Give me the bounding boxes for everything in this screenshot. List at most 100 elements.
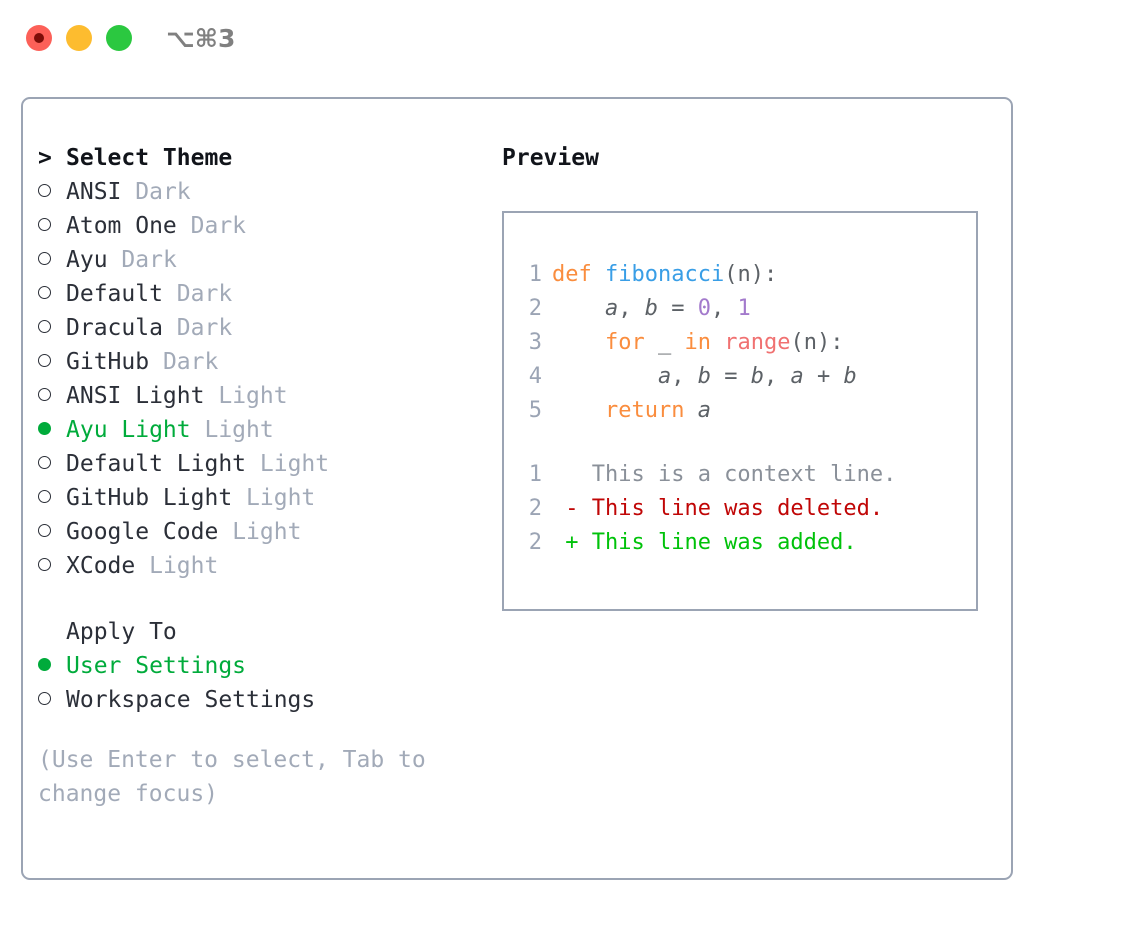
radio-unselected-icon [38,218,51,231]
theme-list-item[interactable]: Dracula Dark [38,311,498,345]
radio-icon[interactable] [38,209,66,243]
cursor-marker-icon: > [38,145,52,171]
code-token-var: b [843,364,857,389]
theme-name-label: Dracula [66,315,163,341]
theme-list-item[interactable]: Ayu Dark [38,243,498,277]
theme-name-label: GitHub Light [66,485,233,511]
theme-list-item[interactable]: Google Code Light [38,515,498,549]
code-token-kw: for [604,330,645,355]
theme-kind-label: Light [204,417,274,443]
code-line: 2 a, b = 0, 1 [520,292,970,326]
theme-list-item[interactable]: ANSI Dark [38,175,498,209]
theme-list-item[interactable]: Ayu Light Light [38,413,498,447]
theme-name-label: ANSI Light [66,383,205,409]
preview-title: Preview [502,145,599,171]
code-token-pun [684,398,697,423]
code-token-var: a [790,364,804,389]
code-token-call: range [724,330,791,355]
code-token-pun [711,330,724,355]
diff-line: 1 This is a context line. [520,458,970,492]
theme-list-item[interactable]: GitHub Light Light [38,481,498,515]
code-token-pun: , [710,296,738,321]
diff-line: 2 - This line was deleted. [520,492,970,526]
code-token-kw: def [552,262,605,287]
theme-list-item[interactable]: ANSI Light Light [38,379,498,413]
radio-icon[interactable] [38,549,66,583]
theme-name-label: ANSI [66,179,122,205]
line-number: 3 [528,330,542,355]
radio-icon[interactable] [38,413,66,447]
radio-icon[interactable] [38,481,66,515]
theme-kind-label: Dark [190,213,247,239]
line-number: 4 [528,364,542,389]
radio-icon[interactable] [38,175,66,209]
theme-list-item[interactable]: Atom One Dark [38,209,498,243]
radio-icon[interactable] [38,277,66,311]
theme-kind-label: Dark [135,179,191,205]
line-number: 2 [528,296,542,321]
theme-kind-label: Dark [162,349,219,375]
radio-icon[interactable] [38,447,66,481]
radio-icon[interactable] [38,515,66,549]
code-token-pun: + [803,364,844,389]
theme-list-item[interactable]: GitHub Dark [38,345,498,379]
window-maximize-button[interactable] [106,25,132,51]
code-token-var: b [697,364,711,389]
apply-to-item[interactable]: User Settings [38,649,498,683]
code-token-var: a [604,296,619,321]
code-token-pun: = [710,364,751,389]
theme-kind-label: Light [246,485,316,511]
section-spacer [38,583,498,615]
window-minimize-button[interactable] [66,25,92,51]
code-token-var: a [697,398,711,423]
code-token-var: a [657,364,672,389]
radio-unselected-icon [38,184,51,197]
radio-icon[interactable] [38,311,66,345]
code-token-kw: in [684,330,711,355]
radio-icon[interactable] [38,345,66,379]
theme-name-label: Atom One [66,213,177,239]
code-token-pun: , [763,364,791,389]
code-token-pun: = [657,296,698,321]
code-token-var: b [750,364,764,389]
radio-selected-icon [38,658,51,671]
radio-unselected-icon [38,354,51,367]
line-number: 2 [528,496,542,521]
theme-list-item[interactable]: Default Light Light [38,447,498,481]
theme-kind-label: Dark [121,247,177,273]
theme-kind-label: Dark [176,281,233,307]
radio-icon[interactable] [38,243,66,277]
keyboard-hint-text: (Use Enter to select, Tab to change focu… [38,747,440,807]
code-token-pun: _ [644,330,685,355]
radio-icon[interactable] [38,649,66,683]
diff-line: 2 + This line was added. [520,526,970,560]
code-token-pun [552,398,605,423]
code-token-pun [552,296,605,321]
radio-unselected-icon [38,320,51,333]
code-token-pun: , [671,364,698,389]
code-line: 3 for _ in range(n): [520,326,970,360]
theme-kind-label: Light [149,553,219,579]
theme-list-item[interactable]: XCode Light [38,549,498,583]
title-bar: ⌥⌘3 [0,0,1140,78]
apply-to-item[interactable]: Workspace Settings [38,683,498,717]
code-line: 5 return a [520,394,970,428]
code-token-pun [552,330,605,355]
apply-to-heading: Apply To [66,619,177,645]
theme-kind-label: Dark [176,315,233,341]
hint-spacer [38,717,498,743]
radio-unselected-icon [38,558,51,571]
theme-list-item[interactable]: Default Dark [38,277,498,311]
radio-icon[interactable] [38,379,66,413]
theme-kind-label: Light [259,451,330,477]
radio-selected-icon [38,422,51,435]
code-token-num: 0 [697,296,711,321]
radio-icon[interactable] [38,683,66,717]
radio-unselected-icon [38,252,51,265]
select-theme-heading-label: Select Theme [66,145,233,171]
diff-ctx-text: This is a context line. [552,462,897,487]
